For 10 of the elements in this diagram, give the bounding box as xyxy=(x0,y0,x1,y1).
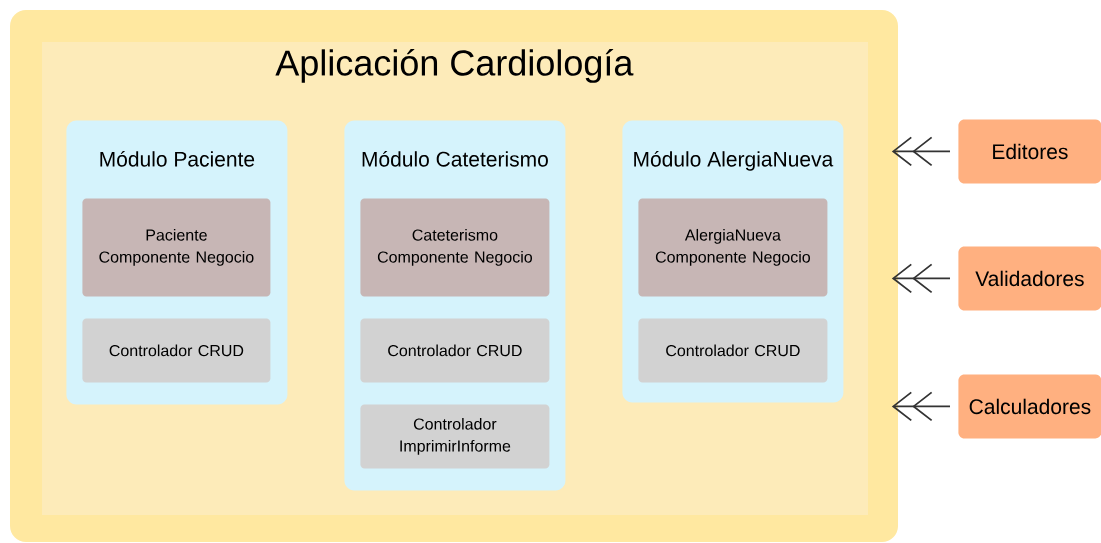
controller-box: Controlador CRUD xyxy=(638,318,828,383)
controller-box: Controlador CRUD xyxy=(360,318,550,383)
controller-box: Controlador CRUD xyxy=(82,318,271,383)
external-box: Editores xyxy=(958,119,1101,184)
component-box: Cateterismo Componente Negocio xyxy=(360,198,550,297)
controller-box: Controlador ImprimirInforme xyxy=(360,404,550,469)
component-box: Paciente Componente Negocio xyxy=(82,198,271,297)
external-box: Validadores xyxy=(958,246,1101,311)
external-box: Calculadores xyxy=(958,374,1101,439)
component-box: AlergiaNueva Componente Negocio xyxy=(638,198,828,297)
